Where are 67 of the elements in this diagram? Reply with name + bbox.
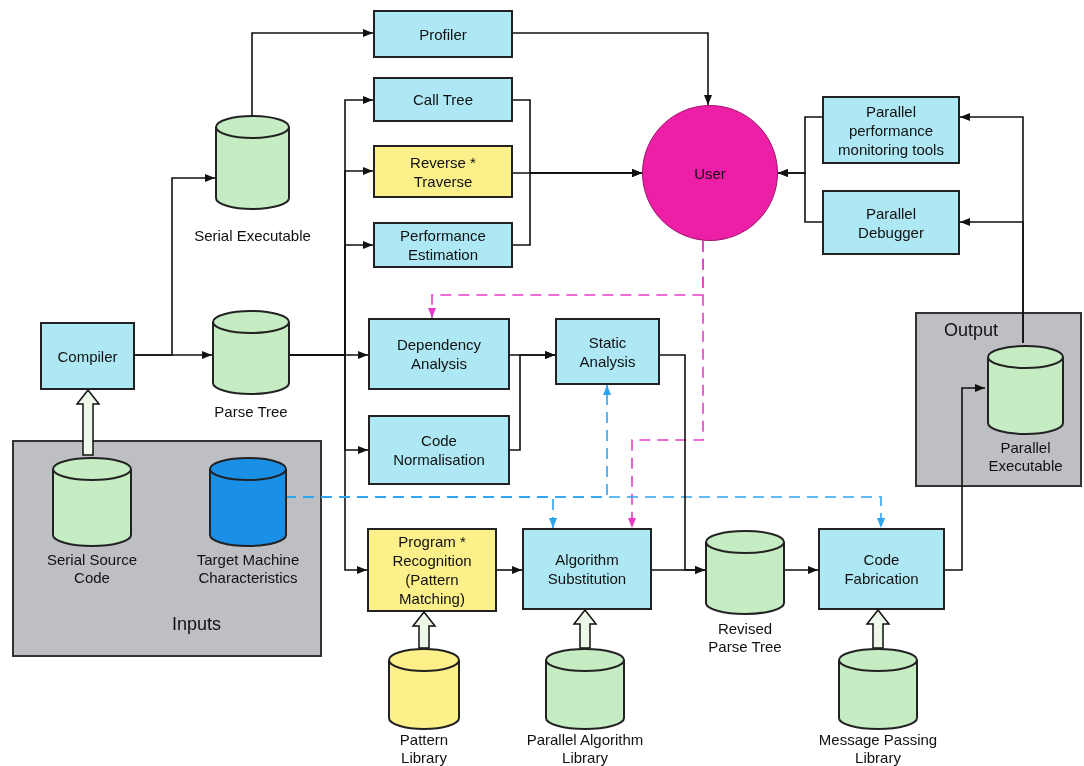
cylinder-label: Message Passing Library (817, 731, 939, 766)
arrow (251, 29, 374, 116)
node-label: Reverse * Traverse (409, 152, 477, 191)
database-cylinder (838, 648, 918, 730)
node-label: Dependency Analysis (395, 335, 483, 373)
database-cylinder (52, 457, 132, 547)
node-label: Performance Estimation (399, 226, 487, 264)
group-panel (12, 440, 322, 657)
node-label: User (694, 163, 726, 183)
database-cylinder (209, 457, 287, 547)
dashed-arrow (284, 496, 885, 529)
hollow-arrow (572, 608, 598, 649)
database-cylinder (215, 115, 290, 210)
hollow-arrow (75, 388, 101, 456)
process-box (373, 222, 513, 268)
node-label: Program * Recognition (Pattern Matching) (391, 532, 473, 608)
node-label: Compiler (57, 346, 118, 366)
arrow (509, 351, 556, 451)
panel-title: Inputs (172, 614, 222, 635)
process-box (822, 96, 960, 164)
hollow-arrow (411, 610, 437, 649)
process-box (818, 528, 945, 610)
process-box (40, 322, 135, 390)
process-box (367, 528, 497, 612)
arrow (651, 566, 706, 574)
dashed-arrow (628, 239, 704, 529)
hollow-arrow (865, 608, 891, 649)
arrow (512, 169, 643, 246)
process-box (555, 318, 660, 385)
node-label: Code Fabrication (843, 550, 920, 588)
arrow (289, 354, 368, 574)
database-cylinder (388, 648, 460, 730)
node-label: Code Normalisation (392, 431, 486, 469)
arrow (496, 566, 523, 574)
process-box (373, 145, 513, 198)
process-box (373, 77, 513, 122)
arrow (777, 169, 823, 223)
node-label: Parallel performance monitoring tools (837, 101, 945, 159)
cylinder-label: Serial Executable (193, 227, 312, 245)
database-cylinder (212, 310, 290, 395)
cylinder-label: Pattern Library (398, 731, 450, 766)
arrow (959, 218, 1024, 344)
process-box (822, 190, 960, 255)
group-panel (915, 312, 1082, 487)
node-label: Profiler (419, 24, 467, 44)
cylinder-label: Parallel Algorithm Library (525, 731, 645, 766)
node-label: Algorithm Substitution (546, 550, 628, 588)
database-cylinder (545, 648, 625, 730)
cylinder-label: Serial Source Code (45, 551, 138, 587)
node-label: Call Tree (413, 90, 473, 109)
arrow (512, 32, 712, 106)
cylinder-label: Parallel Executable (987, 439, 1064, 475)
process-box (368, 415, 510, 485)
node-label: Parallel Debugger (857, 203, 925, 242)
arrow (944, 384, 986, 571)
cylinder-label: Target Machine Characteristics (195, 551, 301, 587)
database-cylinder (987, 345, 1064, 435)
arrow (134, 351, 213, 359)
process-box (522, 528, 652, 610)
node-label: Static Analysis (578, 332, 637, 371)
process-box (373, 10, 513, 58)
process-box (368, 318, 510, 390)
panel-title: Output (944, 320, 999, 341)
arrow (784, 566, 819, 574)
database-cylinder (705, 530, 785, 615)
cylinder-label: Revised Parse Tree (707, 620, 783, 656)
cylinder-label: Parse Tree (213, 403, 289, 421)
